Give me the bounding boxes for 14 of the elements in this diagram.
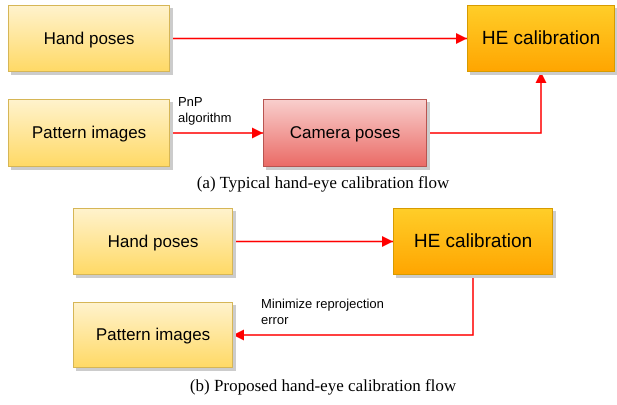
process-box: HE calibration [467, 5, 615, 72]
arrow [233, 236, 393, 247]
process-box: HE calibration [393, 208, 553, 275]
process-box: Pattern images [73, 302, 233, 368]
figure-caption: (b) Proposed hand-eye calibration flow [190, 376, 456, 396]
process-box: Camera poses [263, 99, 427, 167]
process-box: Hand poses [8, 5, 170, 72]
figure-caption: (a) Typical hand-eye calibration flow [196, 173, 450, 193]
arrow [427, 72, 546, 134]
process-box: Pattern images [8, 99, 170, 167]
arrow [233, 275, 474, 340]
arrow [170, 128, 263, 138]
process-box: Hand poses [73, 208, 233, 275]
arrow [170, 33, 467, 44]
